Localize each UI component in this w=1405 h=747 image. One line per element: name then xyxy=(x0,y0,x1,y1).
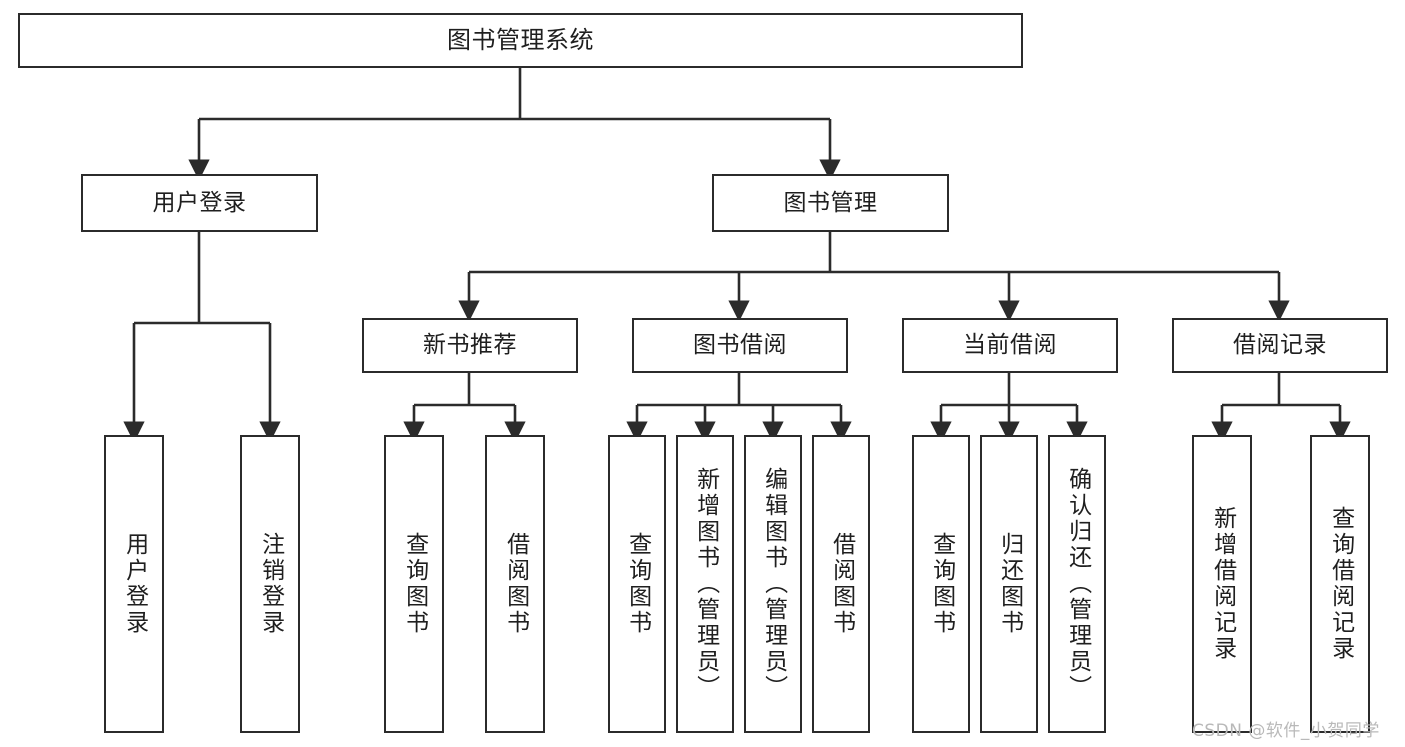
node-leaf-rec-borrow-book[interactable]: 借阅图书 xyxy=(485,435,545,733)
node-new-book-recommend[interactable]: 新书推荐 xyxy=(362,318,578,373)
node-current-lending-label: 当前借阅 xyxy=(963,332,1057,359)
node-leaf-lend-add-book[interactable]: 新增图书（管理员） xyxy=(676,435,734,733)
node-leaf-rec-query-book[interactable]: 查询图书 xyxy=(384,435,444,733)
node-leaf-cur-confirm-return-label: 确认归还（管理员） xyxy=(1064,467,1091,701)
node-book-management-group[interactable]: 图书管理 xyxy=(712,174,949,232)
node-leaf-lend-edit-book-label: 编辑图书（管理员） xyxy=(760,467,787,701)
node-leaf-lend-edit-book[interactable]: 编辑图书（管理员） xyxy=(744,435,802,733)
node-leaf-lend-borrow-book[interactable]: 借阅图书 xyxy=(812,435,870,733)
node-leaf-user-login[interactable]: 用户登录 xyxy=(104,435,164,733)
node-book-lending-label: 图书借阅 xyxy=(693,332,787,359)
node-leaf-user-login-label: 用户登录 xyxy=(121,532,148,636)
node-leaf-lend-query-book-label: 查询图书 xyxy=(624,532,651,636)
node-leaf-user-logout[interactable]: 注销登录 xyxy=(240,435,300,733)
node-leaf-user-logout-label: 注销登录 xyxy=(257,532,284,636)
node-lending-record-label: 借阅记录 xyxy=(1233,332,1327,359)
node-leaf-lend-add-book-label: 新增图书（管理员） xyxy=(692,467,719,701)
node-new-book-recommend-label: 新书推荐 xyxy=(423,332,517,359)
node-leaf-cur-query-book-label: 查询图书 xyxy=(928,532,955,636)
node-leaf-rec-borrow-book-label: 借阅图书 xyxy=(502,532,529,636)
csdn-watermark: CSDN @软件_小贺同学 xyxy=(1192,721,1380,741)
node-leaf-log-query-record-label: 查询借阅记录 xyxy=(1327,506,1354,662)
node-user-login-group-label: 用户登录 xyxy=(152,189,247,216)
node-root-label: 图书管理系统 xyxy=(447,25,594,54)
node-leaf-log-query-record[interactable]: 查询借阅记录 xyxy=(1310,435,1370,733)
node-leaf-cur-return-book-label: 归还图书 xyxy=(996,532,1023,636)
node-book-lending[interactable]: 图书借阅 xyxy=(632,318,848,373)
node-user-login-group[interactable]: 用户登录 xyxy=(81,174,318,232)
node-book-management-group-label: 图书管理 xyxy=(783,189,878,216)
node-leaf-rec-query-book-label: 查询图书 xyxy=(401,532,428,636)
node-current-lending[interactable]: 当前借阅 xyxy=(902,318,1118,373)
node-leaf-cur-query-book[interactable]: 查询图书 xyxy=(912,435,970,733)
node-leaf-lend-borrow-book-label: 借阅图书 xyxy=(828,532,855,636)
node-leaf-log-add-record-label: 新增借阅记录 xyxy=(1209,506,1236,662)
node-leaf-log-add-record[interactable]: 新增借阅记录 xyxy=(1192,435,1252,733)
node-lending-record[interactable]: 借阅记录 xyxy=(1172,318,1388,373)
node-leaf-cur-return-book[interactable]: 归还图书 xyxy=(980,435,1038,733)
node-root-book-management-system[interactable]: 图书管理系统 xyxy=(18,13,1023,68)
node-leaf-lend-query-book[interactable]: 查询图书 xyxy=(608,435,666,733)
node-leaf-cur-confirm-return[interactable]: 确认归还（管理员） xyxy=(1048,435,1106,733)
